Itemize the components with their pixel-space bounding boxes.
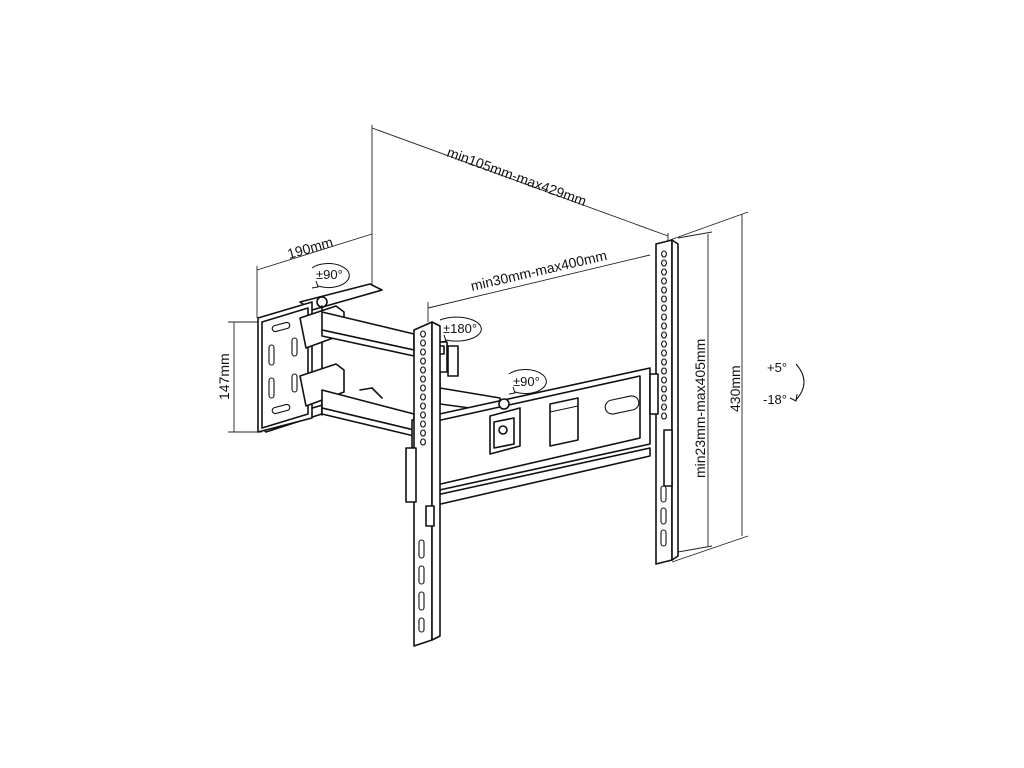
mounting-hole	[661, 394, 667, 402]
mounting-hole	[661, 385, 667, 393]
mounting-hole	[420, 402, 426, 410]
mounting-hole	[661, 295, 667, 303]
mounting-hole	[661, 376, 667, 384]
mounting-hole	[661, 286, 667, 294]
arm-swivel-badge: ±180°	[439, 316, 482, 343]
tilt-indicator: +5° -18°	[763, 360, 805, 407]
mounting-hole	[420, 411, 426, 419]
mounting-hole	[661, 304, 667, 312]
dimension-lines	[228, 125, 749, 563]
mounting-hole	[420, 420, 426, 428]
mounting-hole	[420, 438, 426, 446]
right-bracket-holes	[661, 250, 667, 420]
mounting-hole	[661, 403, 667, 411]
tilt-down-label: -18°	[763, 392, 787, 407]
mounting-hole	[661, 250, 667, 258]
tv-bracket-height-label: 430mm	[727, 365, 743, 412]
mounting-hole	[661, 349, 667, 357]
mounting-hole	[420, 384, 426, 392]
head-pivot-bolt-icon	[498, 398, 510, 410]
head-swivel-label: ±90°	[513, 374, 540, 389]
mounting-hole	[661, 322, 667, 330]
mounting-hole	[420, 375, 426, 383]
wall-plate-height-label: 147mm	[216, 353, 232, 400]
mounting-hole	[420, 339, 426, 347]
mounting-hole	[661, 259, 667, 267]
depth-range-label: min105mm-max429mm	[445, 144, 589, 209]
upper-arm	[321, 311, 415, 437]
left-bracket-holes	[420, 330, 426, 446]
head-swivel-badge: ±90°	[508, 369, 547, 395]
mounting-hole	[661, 367, 667, 375]
mounting-hole	[420, 330, 426, 338]
vesa-vertical-range-label: min23mm-max405mm	[692, 339, 708, 478]
mounting-hole	[661, 331, 667, 339]
wall-plate-width-label: 190mm	[285, 234, 334, 262]
mounting-hole	[420, 366, 426, 374]
arm-swivel-label: ±180°	[443, 321, 477, 336]
mounting-hole	[420, 348, 426, 356]
right-vertical-bracket	[649, 239, 679, 565]
mounting-hole	[420, 429, 426, 437]
left-vertical-bracket	[405, 321, 441, 647]
mounting-hole	[661, 268, 667, 276]
tilt-up-label: +5°	[767, 360, 787, 375]
mounting-hole	[661, 358, 667, 366]
mounting-hole	[661, 340, 667, 348]
tilt-arc-icon	[795, 363, 805, 401]
mounting-hole	[661, 412, 667, 420]
tv-bracket-crossbar	[411, 367, 651, 507]
wall-swivel-label: ±90°	[316, 267, 343, 282]
wall-swivel-badge: ±90°	[311, 263, 350, 289]
mounting-hole	[420, 357, 426, 365]
mounting-hole	[661, 313, 667, 321]
rotation-badges: ±90° ±180° ±90°	[311, 263, 547, 395]
arm-extension-label: min30mm-max400mm	[469, 247, 608, 294]
mounting-hole	[420, 393, 426, 401]
mounting-hole	[661, 277, 667, 285]
